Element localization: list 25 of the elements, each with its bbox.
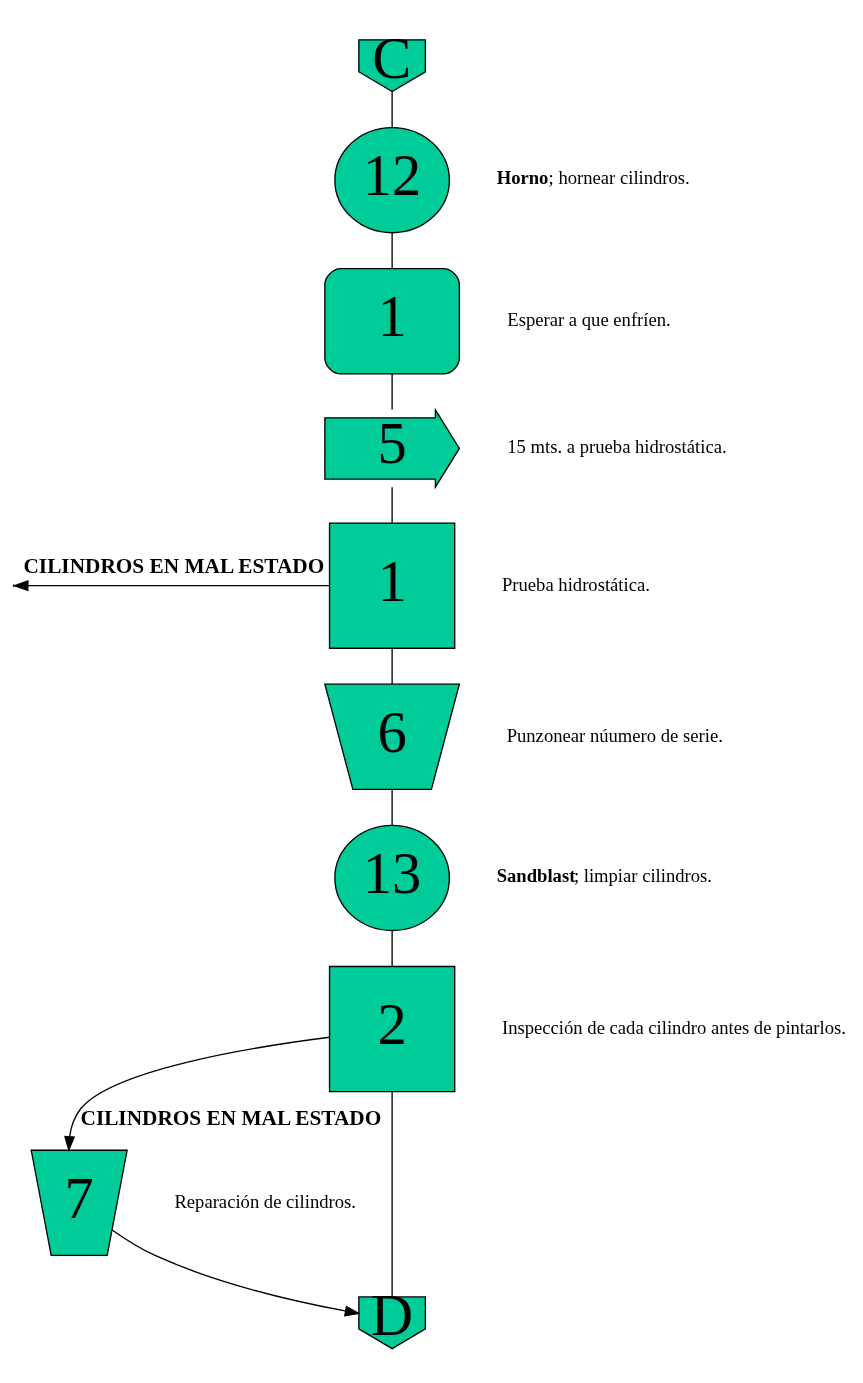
node-box: 1 xyxy=(328,522,456,649)
node-box: 1 xyxy=(324,268,461,375)
connector xyxy=(391,91,393,128)
edge-label: CILINDROS EN MAL ESTADO xyxy=(80,1105,382,1130)
connector xyxy=(391,373,393,411)
connector xyxy=(391,486,393,524)
connector xyxy=(391,930,393,967)
node-label: Sandblast; limpiar cilindros. xyxy=(496,864,713,886)
node-circle: 12 xyxy=(334,126,451,234)
node-label: Inspección de cada cilindro antes de pintarlos. xyxy=(501,1017,846,1038)
connector xyxy=(391,232,393,269)
connector xyxy=(391,1091,393,1298)
node-circle: 13 xyxy=(334,824,451,932)
node-label: Horno; hornear cilindros. xyxy=(496,166,690,188)
arrow xyxy=(64,1036,331,1153)
node-box: 2 xyxy=(328,965,456,1093)
connector xyxy=(391,789,393,826)
node-label: Punzonear núumero de serie. xyxy=(506,724,723,746)
edge-label: CILINDROS EN MAL ESTADO xyxy=(23,554,325,579)
arrow xyxy=(111,1229,361,1317)
node-label: 15 mts. a prueba hidrostática. xyxy=(507,436,727,458)
connector xyxy=(391,648,393,685)
node-label: Esperar a que enfríen. xyxy=(507,309,671,331)
node-label: Reparación de cilindros. xyxy=(174,1190,356,1212)
node-label: Prueba hidrostática. xyxy=(501,573,650,595)
